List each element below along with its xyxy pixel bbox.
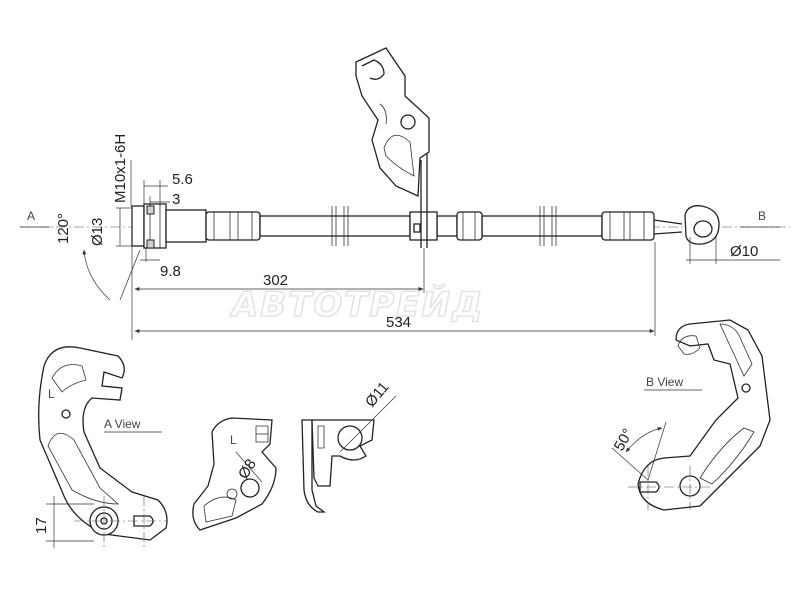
marker-a: A bbox=[27, 209, 35, 223]
a-view: L 17 A View bbox=[33, 346, 168, 548]
angle-50-label: 50° bbox=[611, 426, 637, 454]
detail-hole-d8 bbox=[240, 478, 260, 498]
left-annotations: A 120° Ø13 M10x1-6H 5.6 3 9.8 bbox=[20, 134, 193, 340]
crimp-sleeve-middle bbox=[456, 211, 483, 241]
detail-l-mark: L bbox=[230, 433, 237, 447]
detail-d11-view: Ø11 bbox=[301, 379, 397, 513]
fitting-left-flange bbox=[131, 205, 145, 247]
crimp-sleeve-right bbox=[601, 211, 655, 241]
a-view-label: A View bbox=[104, 417, 141, 431]
dim-534: 534 bbox=[386, 314, 411, 331]
hose-main-view bbox=[20, 47, 790, 249]
length-dimensions: 302 534 Ø10 B bbox=[134, 209, 780, 336]
d13-label: Ø13 bbox=[89, 218, 106, 246]
detail-d8-view: L Ø8 bbox=[192, 417, 277, 531]
dim-9-8: 9.8 bbox=[160, 263, 181, 280]
detail-hole-d11 bbox=[337, 425, 363, 451]
dim-302: 302 bbox=[263, 272, 288, 289]
dim-3: 3 bbox=[172, 191, 180, 208]
thread-label: M10x1-6H bbox=[112, 134, 129, 203]
d11-label: Ø11 bbox=[362, 379, 393, 411]
upper-bracket bbox=[355, 47, 430, 197]
dim-5-6: 5.6 bbox=[172, 171, 193, 188]
b-view: 50° B View bbox=[611, 319, 771, 511]
hose-body-right bbox=[481, 215, 603, 237]
d10-label: Ø10 bbox=[730, 243, 758, 260]
marker-b: B bbox=[758, 209, 766, 223]
fitting-left-body bbox=[165, 209, 207, 243]
b-view-label: B View bbox=[646, 375, 683, 389]
angle-120-label: 120° bbox=[55, 213, 72, 244]
a-view-l-mark: L bbox=[48, 387, 55, 401]
hose-body-left bbox=[259, 215, 411, 237]
watermark-logo: АВТОТРЕЙД bbox=[229, 284, 484, 325]
dim-17: 17 bbox=[33, 517, 50, 534]
